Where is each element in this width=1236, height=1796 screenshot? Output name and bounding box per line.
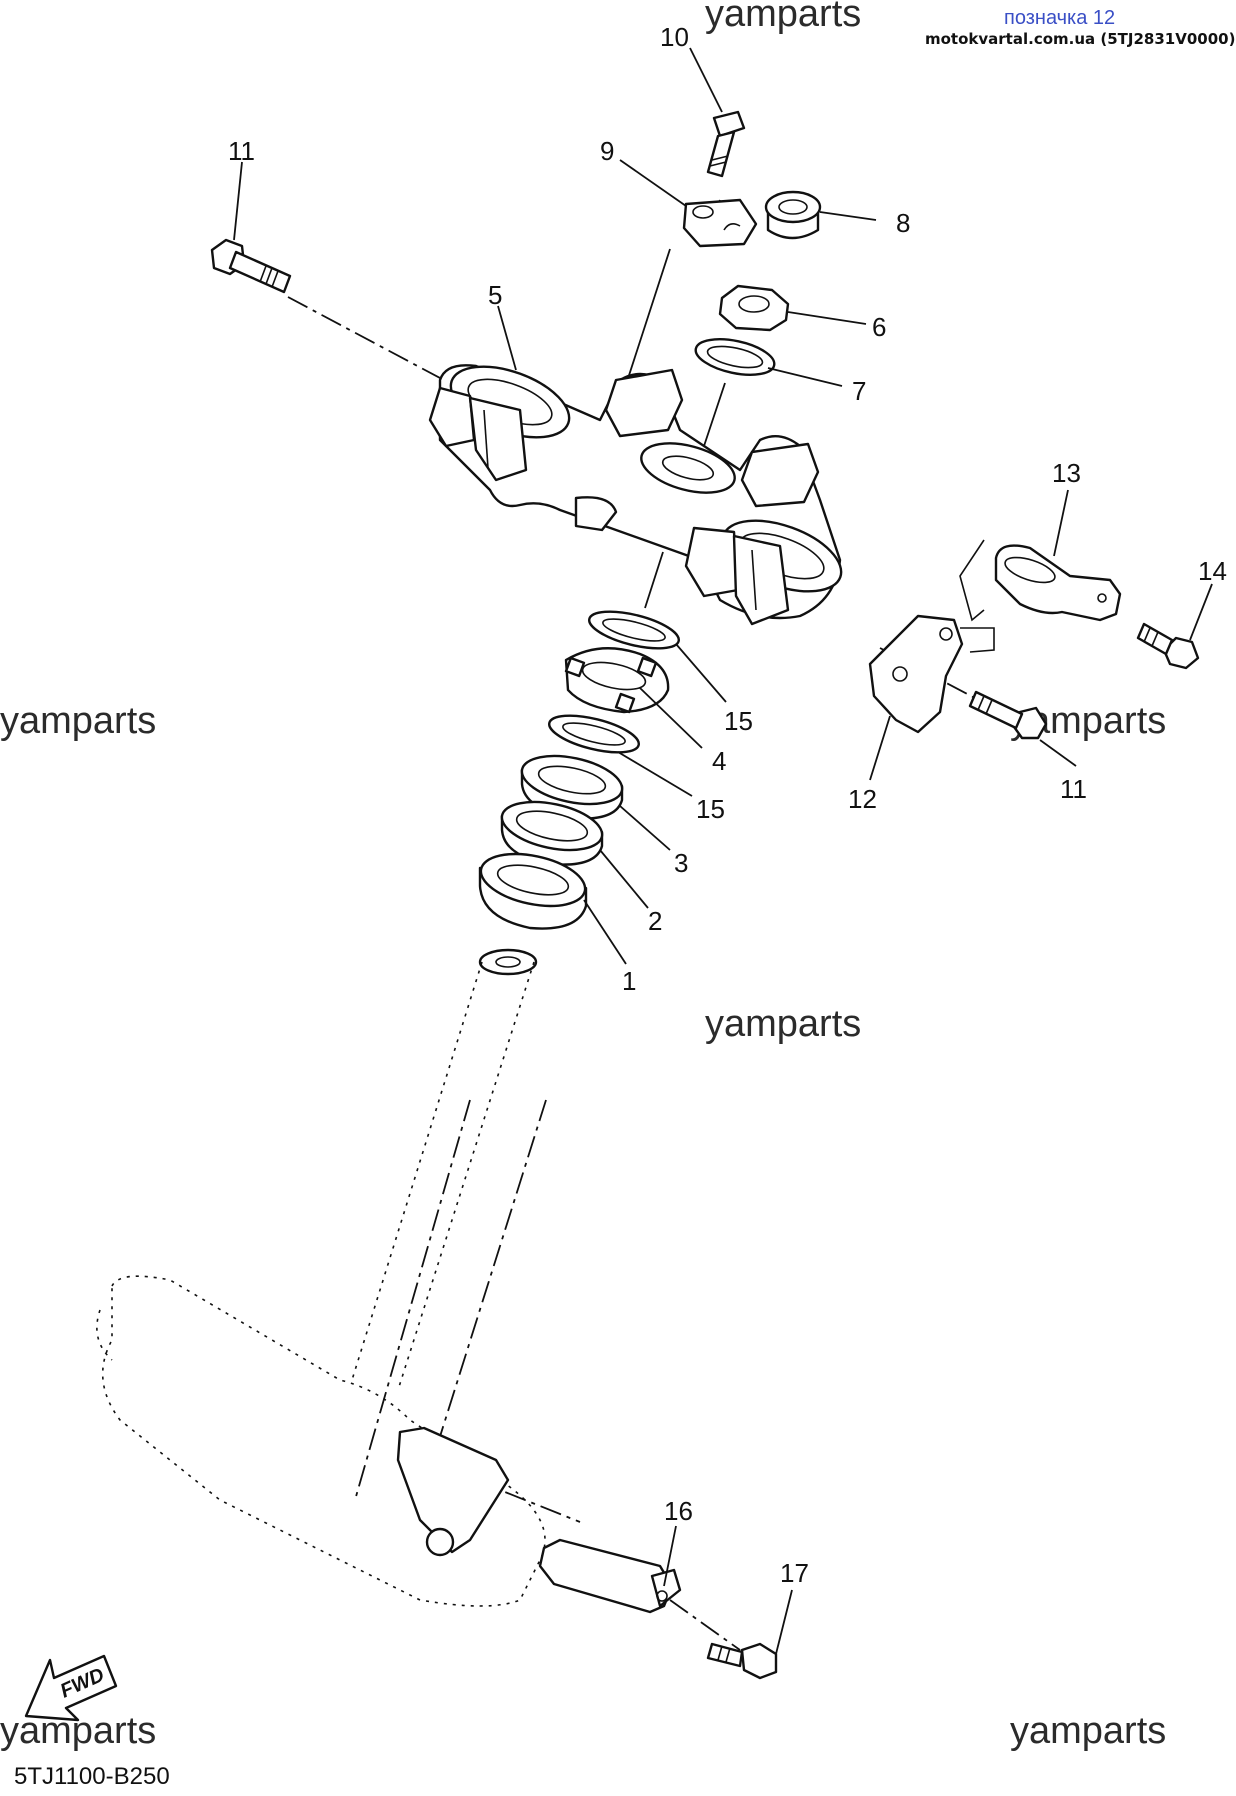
watermark: yamparts [705, 1003, 861, 1045]
part-13-clamp [959, 539, 1122, 622]
watermark: yamparts [1010, 1710, 1166, 1752]
watermark: yamparts [705, 0, 861, 35]
part-12-bracket [868, 614, 995, 734]
part-14-bolt [1136, 622, 1200, 670]
callout-5: 5 [488, 280, 502, 310]
callout-12: 12 [848, 784, 877, 814]
part-7-washer [694, 338, 776, 376]
part-8-bushing [764, 190, 822, 240]
part-2-bearing [500, 800, 604, 866]
callout-2: 2 [648, 906, 662, 936]
steering-stem [96, 948, 546, 1607]
callout-1: 1 [622, 966, 636, 996]
callout-3: 3 [674, 848, 688, 878]
callout-11-right: 11 [1060, 774, 1087, 804]
part-5-upper-bracket [428, 364, 843, 626]
diagram-code: 5TJ1100-B250 [14, 1763, 170, 1790]
callout-labels: 10 9 8 6 7 11 5 13 14 11 12 15 4 15 3 2 … [228, 22, 1227, 1588]
part-17-bolt [706, 1642, 778, 1680]
callout-6: 6 [872, 312, 886, 342]
part-16-cable-guide [538, 1538, 682, 1614]
callout-leaders [233, 47, 1213, 1655]
callout-4: 4 [712, 746, 726, 776]
part-6-nut [718, 284, 790, 332]
callout-13: 13 [1052, 458, 1081, 488]
callout-10: 10 [660, 22, 689, 52]
header-title: позначка 12 [1004, 7, 1115, 29]
part-15-washer-upper [588, 610, 680, 650]
part-9-holder-cap [682, 198, 758, 248]
part-10-bolt [706, 110, 746, 178]
callout-17: 17 [780, 1558, 809, 1588]
part-11-long-bolt [210, 238, 292, 294]
part-11-bolt-right [968, 690, 1048, 740]
callout-11-left: 11 [228, 136, 255, 166]
callout-8: 8 [896, 208, 910, 238]
callout-15-upper: 15 [724, 706, 753, 736]
watermark: yamparts [0, 1710, 156, 1752]
callout-14: 14 [1198, 556, 1227, 586]
callout-7: 7 [852, 376, 866, 406]
header-source: motokvartal.com.ua (5TJ2831V0000) [925, 30, 1235, 48]
callout-15-lower: 15 [696, 794, 725, 824]
callout-9: 9 [600, 136, 614, 166]
part-15-washer-lower [548, 714, 640, 754]
part-1-lower-bearing [478, 852, 588, 930]
part-4-ring-nut [564, 647, 670, 714]
watermark: yamparts [0, 700, 156, 742]
callout-16: 16 [664, 1496, 693, 1526]
fwd-arrow-icon: FWD [24, 1654, 118, 1722]
